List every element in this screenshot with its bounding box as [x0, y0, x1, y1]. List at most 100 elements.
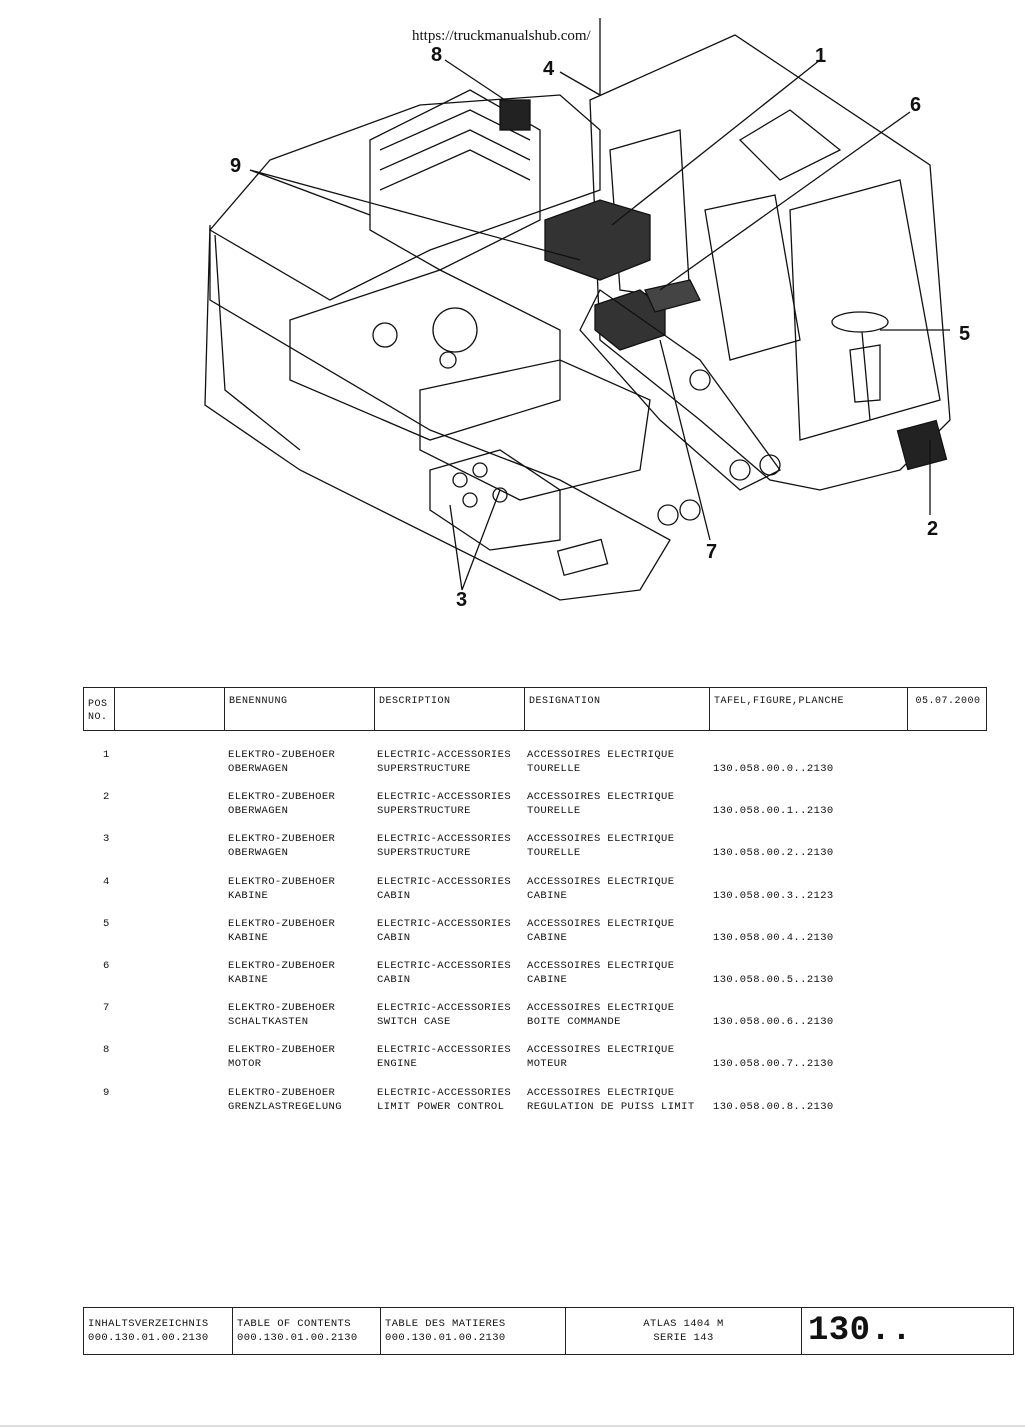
description-line2: SUPERSTRUCTURE: [377, 763, 471, 775]
tafel-ref: 130.058.00.6..2130: [713, 1016, 834, 1029]
fr-title: TABLE DES MATIERES: [385, 1318, 506, 1330]
callout-9: 9: [230, 155, 241, 177]
designation-line2: BOITE COMMANDE: [527, 1016, 621, 1029]
pos-number: 3: [103, 833, 110, 846]
page-number: 130..: [808, 1312, 913, 1350]
callout-8: 8: [431, 44, 442, 66]
description-line1: ELECTRIC-ACCESSORIES: [377, 959, 512, 972]
pos-number: 9: [103, 1086, 110, 1099]
excavator-diagram: 1 2 3 4 5 6 7 8 9: [204, 18, 970, 611]
pos-number: 7: [103, 1002, 110, 1015]
tafel-ref: 130.058.00.8..2130: [713, 1100, 834, 1113]
title-block-page: 130..: [801, 1308, 1013, 1354]
benennung-line1: ELEKTRO-ZUBEHOER: [228, 833, 336, 846]
pos-number: 8: [103, 1044, 110, 1057]
benennung-line2: SCHALTKASTEN: [228, 1016, 309, 1029]
description-line1: ELECTRIC-ACCESSORIES: [377, 917, 512, 930]
description-line1: ELECTRIC-ACCESSORIES: [377, 1044, 512, 1057]
designation-line2: TOURELLE: [527, 763, 581, 775]
pos-number: 6: [103, 959, 110, 972]
title-block-fr: TABLE DES MATIERES 000.130.01.00.2130: [380, 1308, 565, 1354]
benennung-line2: OBERWAGEN: [228, 805, 289, 818]
designation-line2: MOTEUR: [527, 1058, 568, 1071]
title-block: INHALTSVERZEICHNIS 000.130.01.00.2130 TA…: [83, 1307, 1014, 1355]
header-designation: DESIGNATION: [524, 688, 709, 730]
description-line2: SUPERSTRUCTURE: [377, 847, 471, 860]
tafel-ref: 130.058.00.7..2130: [713, 1058, 834, 1071]
pos-number: 1: [103, 749, 110, 761]
header-date: 05.07.2000: [907, 688, 988, 730]
designation-line1: ACCESSOIRES ELECTRIQUE: [527, 833, 675, 846]
description-line1: ELECTRIC-ACCESSORIES: [377, 791, 512, 804]
designation-line2: CABINE: [527, 973, 568, 986]
tafel-ref: 130.058.00.3..2123: [713, 889, 834, 902]
benennung-line2: OBERWAGEN: [228, 847, 289, 860]
de-ref: 000.130.01.00.2130: [88, 1332, 209, 1344]
benennung-line2: GRENZLASTREGELUNG: [228, 1100, 342, 1113]
description-line2: CABIN: [377, 931, 411, 944]
benennung-line1: ELEKTRO-ZUBEHOER: [228, 1002, 336, 1015]
description-line2: SWITCH CASE: [377, 1016, 451, 1029]
benennung-line2: KABINE: [228, 931, 269, 944]
serie: SERIE 143: [653, 1332, 714, 1344]
description-line1: ELECTRIC-ACCESSORIES: [377, 1086, 512, 1099]
title-block-model: ATLAS 1404 M SERIE 143: [565, 1308, 801, 1354]
benennung-line1: ELEKTRO-ZUBEHOER: [228, 1044, 336, 1057]
table-header: POS NO. BENENNUNG DESCRIPTION DESIGNATIO…: [83, 687, 987, 731]
callout-3: 3: [456, 589, 467, 611]
designation-line2: CABINE: [527, 889, 568, 902]
description-line1: ELECTRIC-ACCESSORIES: [377, 875, 512, 888]
description-line2: CABIN: [377, 889, 411, 902]
en-title: TABLE OF CONTENTS: [237, 1318, 351, 1330]
tafel-ref: 130.058.00.5..2130: [713, 973, 834, 986]
header-pos: POS NO.: [88, 699, 108, 723]
description-line2: LIMIT POWER CONTROL: [377, 1100, 505, 1113]
header-tafel: TAFEL,FIGURE,PLANCHE: [709, 688, 907, 730]
model-name: ATLAS 1404 M: [643, 1318, 724, 1330]
title-block-de: INHALTSVERZEICHNIS 000.130.01.00.2130: [84, 1308, 232, 1354]
designation-line2: CABINE: [527, 931, 568, 944]
designation-line1: ACCESSOIRES ELECTRIQUE: [527, 1044, 675, 1057]
parts-table: POS NO. BENENNUNG DESCRIPTION DESIGNATIO…: [83, 687, 987, 1113]
pos-number: 4: [103, 875, 110, 888]
callout-5: 5: [959, 323, 970, 345]
en-ref: 000.130.01.00.2130: [237, 1332, 358, 1344]
tafel-ref: 130.058.00.1..2130: [713, 805, 834, 818]
designation-line2: REGULATION DE PUISS LIMIT: [527, 1100, 695, 1113]
designation-line1: ACCESSOIRES ELECTRIQUE: [527, 875, 675, 888]
tafel-ref: 130.058.00.0..2130: [713, 763, 834, 775]
benennung-line2: KABINE: [228, 973, 269, 986]
description-line2: CABIN: [377, 973, 411, 986]
designation-line1: ACCESSOIRES ELECTRIQUE: [527, 749, 675, 761]
pos-number: 5: [103, 917, 110, 930]
description-line1: ELECTRIC-ACCESSORIES: [377, 749, 512, 761]
callout-7: 7: [706, 541, 717, 563]
callout-1: 1: [815, 45, 826, 67]
tafel-ref: 130.058.00.2..2130: [713, 847, 834, 860]
title-block-en: TABLE OF CONTENTS 000.130.01.00.2130: [232, 1308, 380, 1354]
benennung-line2: KABINE: [228, 889, 269, 902]
header-benennung: BENENNUNG: [224, 688, 374, 730]
benennung-line1: ELEKTRO-ZUBEHOER: [228, 791, 336, 804]
benennung-line1: ELEKTRO-ZUBEHOER: [228, 1086, 336, 1099]
bottom-rule: [0, 1425, 1025, 1427]
tafel-ref: 130.058.00.4..2130: [713, 931, 834, 944]
header-description: DESCRIPTION: [374, 688, 524, 730]
header-blank: [114, 688, 224, 730]
benennung-line2: MOTOR: [228, 1058, 262, 1071]
pos-number: 2: [103, 791, 110, 804]
callout-4: 4: [543, 58, 555, 80]
designation-line2: TOURELLE: [527, 805, 581, 818]
source-url[interactable]: https://truckmanualshub.com/: [412, 28, 591, 44]
designation-line1: ACCESSOIRES ELECTRIQUE: [527, 791, 675, 804]
description-line2: ENGINE: [377, 1058, 418, 1071]
benennung-line1: ELEKTRO-ZUBEHOER: [228, 959, 336, 972]
